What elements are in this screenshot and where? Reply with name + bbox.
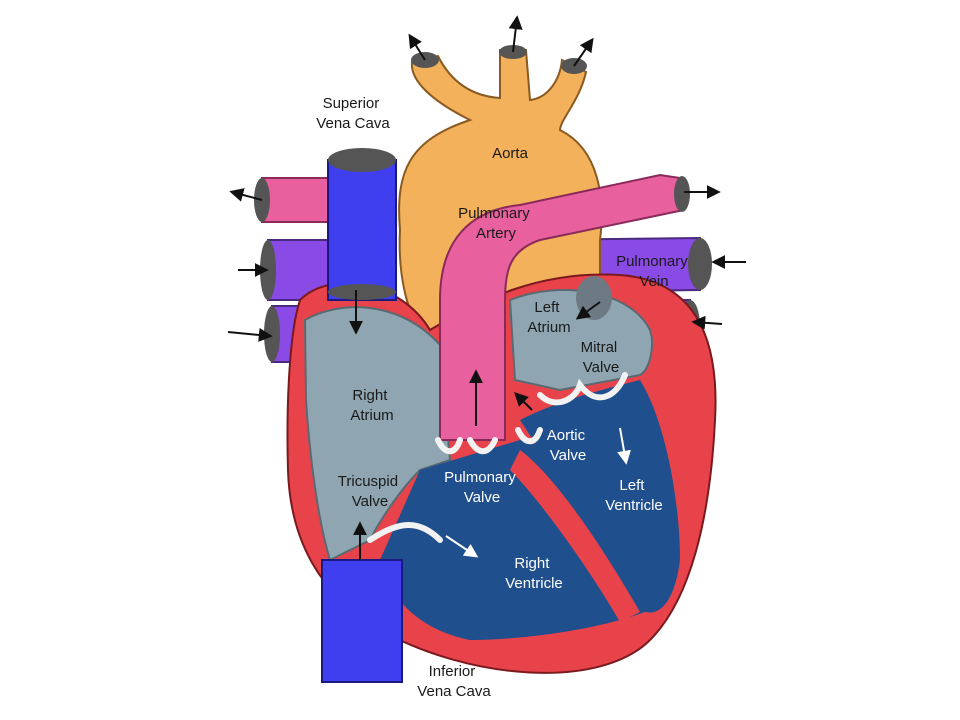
arrow — [514, 392, 533, 411]
heart-valves — [367, 372, 628, 543]
label-aorta: Aorta — [492, 145, 529, 162]
label-pulmonary-vein: Pulmonary Vein — [616, 253, 692, 290]
label-aortic-valve: Aortic Valve — [547, 427, 590, 464]
arrow — [408, 33, 426, 61]
arrow — [691, 315, 723, 330]
arrow — [227, 327, 273, 342]
label-pulmonary-artery: Pulmonary Artery — [458, 205, 534, 242]
arrow — [445, 535, 479, 558]
label-inferior-vena-cava: Inferior Vena Cava — [417, 663, 491, 700]
label-left-ventricle: Left Ventricle — [605, 477, 663, 514]
label-right-ventricle: Right Ventricle — [505, 555, 563, 592]
arrow — [617, 427, 631, 465]
pulmonary-artery — [439, 173, 690, 441]
arrow — [508, 15, 523, 53]
label-right-atrium: Right Atrium — [350, 387, 393, 424]
arrow — [575, 301, 601, 320]
arrow — [573, 37, 594, 67]
blood-flow-arrows-dark — [227, 15, 746, 560]
label-left-atrium: Left Atrium — [527, 299, 570, 336]
vena-cava — [321, 148, 403, 683]
label-pulmonary-valve: Pulmonary Valve — [444, 469, 520, 506]
label-superior-vena-cava: Superior Vena Cava — [316, 95, 390, 132]
arrow — [229, 188, 263, 202]
blood-flow-arrows-light — [445, 427, 631, 558]
label-tricuspid-valve: Tricuspid Valve — [338, 473, 402, 510]
label-mitral-valve: Mitral Valve — [581, 339, 622, 376]
